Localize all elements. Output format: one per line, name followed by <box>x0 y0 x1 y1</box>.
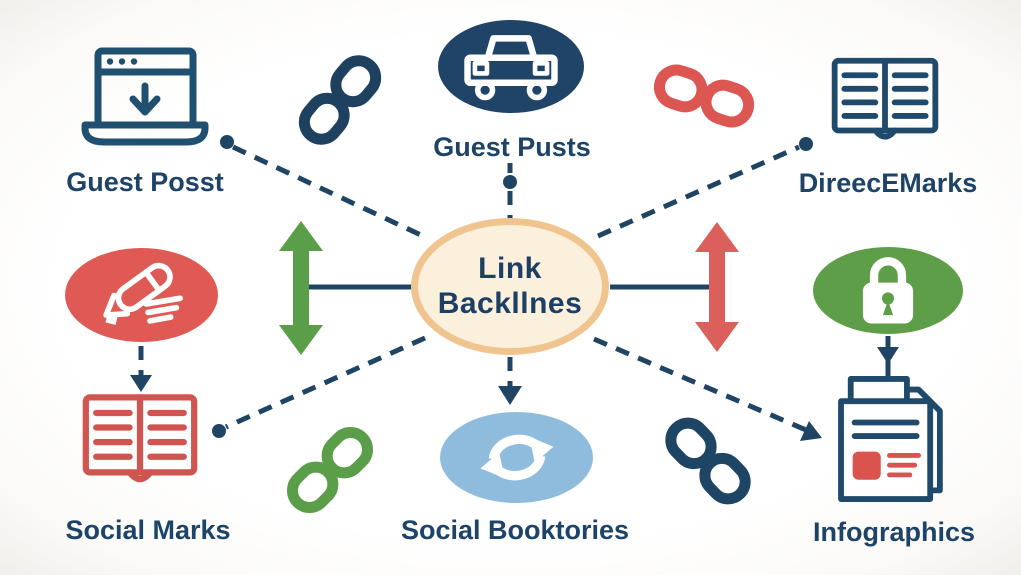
guest-pusts-node <box>438 20 584 113</box>
dashed-line-top-left <box>231 144 425 239</box>
arrowhead-down-icon <box>877 347 899 364</box>
node-label-direc-marks: DireecEMarks <box>798 168 978 198</box>
open-book-icon <box>826 53 944 145</box>
connector-dot-top-center <box>503 175 517 189</box>
arrowhead-down-icon <box>498 386 522 405</box>
dashed-line-bottom-right <box>593 336 807 433</box>
connector-dot-top-right <box>799 137 813 151</box>
arrowhead-down-icon <box>130 375 152 392</box>
documents-icon <box>833 376 945 502</box>
center-title-line2: Backllnes <box>437 286 583 320</box>
dashed-line-top-right <box>596 144 801 239</box>
node-label-guest-post: Guest Posst <box>66 167 224 197</box>
open-book-icon <box>77 389 203 488</box>
pencil-icon <box>102 262 183 325</box>
sync-arrows-icon <box>480 434 553 480</box>
pencil-node <box>65 248 218 342</box>
connector-dot-top-left <box>220 135 234 149</box>
dashed-line-bottom-left <box>224 335 427 430</box>
center-node-link-backlinks: Link Backllnes <box>411 218 609 355</box>
node-label-social-marks: Social Marks <box>65 515 231 545</box>
node-label-infographics: Infographics <box>812 517 976 547</box>
double-arrow-vertical-green <box>279 221 323 355</box>
center-title-line1: Link <box>478 252 542 285</box>
car-icon <box>464 34 558 100</box>
laptop-download-icon <box>80 46 210 148</box>
social-booktories-node <box>440 412 593 503</box>
double-arrow-vertical-red <box>695 222 739 352</box>
node-label-guest-pusts: Guest Pusts <box>433 132 591 162</box>
connector-dot-bottom-left <box>212 424 226 438</box>
node-label-social-booktories: Social Booktories <box>400 515 630 545</box>
arrowhead-diagonal-icon <box>800 421 822 441</box>
lock-icon <box>862 256 914 323</box>
lock-node <box>813 247 963 334</box>
